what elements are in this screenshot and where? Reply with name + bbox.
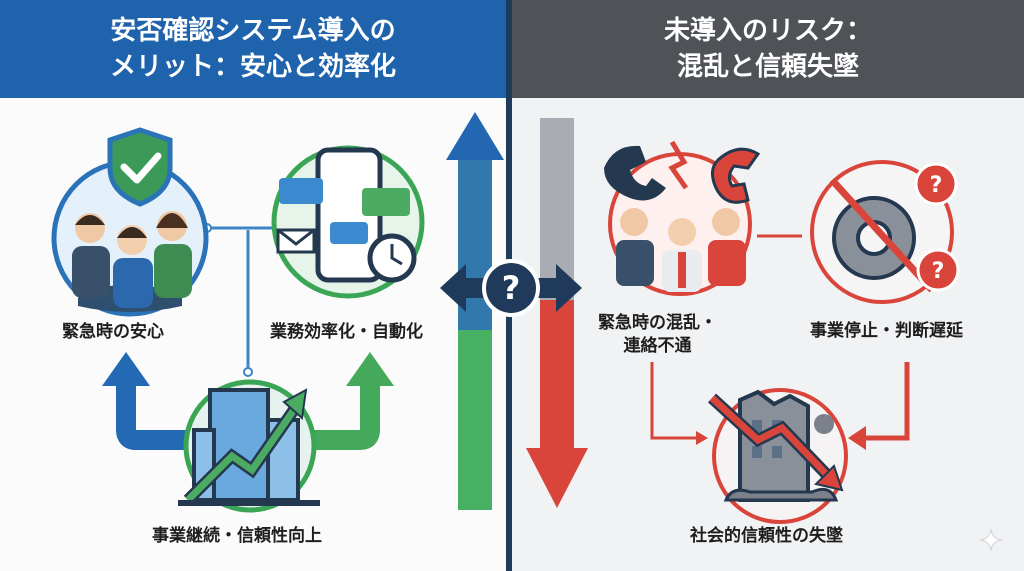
people-shield-icon <box>51 127 209 317</box>
sparkle-icon <box>980 529 1002 551</box>
label-business-continuity: 事業継続・信頼性向上 <box>152 526 322 546</box>
label-emergency-confusion: 緊急時の混乱・ 連絡不通 <box>598 312 717 358</box>
label-peace-of-mind: 緊急時の安心 <box>62 322 164 342</box>
right-panel: 未導入のリスク： 混乱と信頼失墜 <box>512 0 1024 571</box>
curved-arrow-left-icon <box>102 352 205 450</box>
question-mark-icon: ? <box>502 269 521 307</box>
center-compare-icon: ? <box>440 259 582 317</box>
right-header: 未導入のリスク： 混乱と信頼失墜 <box>512 0 1024 98</box>
building-growth-icon <box>178 379 320 513</box>
left-title-line1: 安否確認システム導入の <box>110 16 396 46</box>
label-trust-loss: 社会的信頼性の失墜 <box>690 526 843 546</box>
svg-text:?: ? <box>932 259 945 284</box>
label-efficiency: 業務効率化・自動化 <box>270 322 423 342</box>
right-title-line1: 未導入のリスク： <box>663 16 872 46</box>
label-confusion-line1: 緊急時の混乱・ <box>598 313 717 333</box>
right-title-line2: 混乱と信頼失墜 <box>676 52 859 82</box>
left-illustrations <box>51 112 504 513</box>
svg-text:?: ? <box>930 173 943 198</box>
left-title-line2: メリット：安心と効率化 <box>109 52 396 82</box>
curved-arrow-right-icon <box>300 352 394 450</box>
collapsing-building-icon <box>707 388 848 524</box>
left-panel: 安否確認システム導入の メリット：安心と効率化 <box>0 0 506 571</box>
confused-people-icon <box>604 140 761 296</box>
left-header: 安否確認システム導入の メリット：安心と効率化 <box>0 0 506 98</box>
right-illustrations: ? ? <box>526 118 960 524</box>
stopped-gear-icon: ? ? <box>810 160 960 304</box>
label-business-halt: 事業停止・判断遅延 <box>810 321 963 341</box>
label-confusion-line2: 連絡不通 <box>623 336 692 356</box>
phone-messages-icon <box>271 145 425 299</box>
